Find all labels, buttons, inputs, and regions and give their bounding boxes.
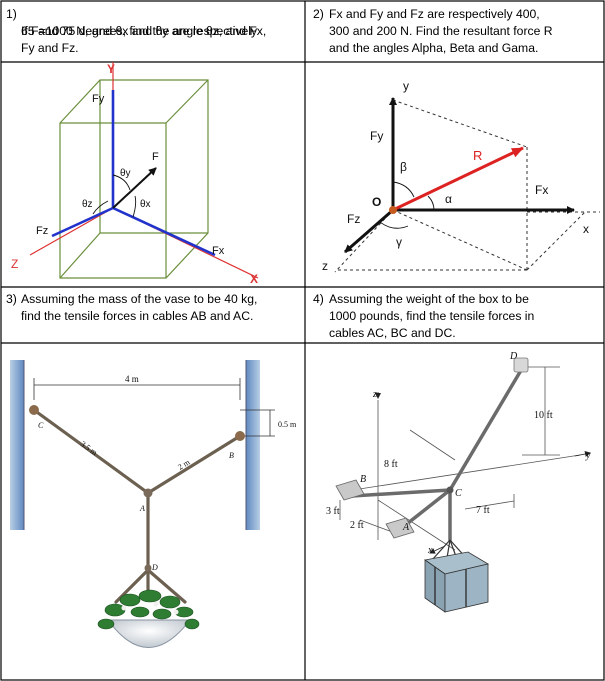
fig3-point-a-label: A bbox=[139, 504, 145, 513]
problem-2-line-1: Fx and Fy and Fz are respectively 400, bbox=[329, 7, 540, 21]
fig2-origin-label: O bbox=[372, 195, 381, 209]
fig4-point-b-label: B bbox=[360, 474, 366, 485]
problem-4-text-line-1: Assuming the weight of the box to be bbox=[329, 291, 529, 308]
fig3-point-c-label: C bbox=[38, 421, 44, 430]
fig4-dim-8ft-label: 8 ft bbox=[384, 459, 398, 470]
fig1-y-axis-label: Y bbox=[107, 62, 115, 76]
fig4-height-label: 10 ft bbox=[534, 410, 553, 421]
fig2-z-axis-label: z bbox=[322, 259, 328, 273]
problem-3-number: 3) bbox=[6, 292, 17, 306]
fig2-y-axis-label: y bbox=[403, 79, 409, 93]
fig2-alpha-label: α bbox=[445, 192, 452, 206]
fig3-span-label: 4 m bbox=[125, 374, 139, 384]
problem-1-line-3: Fy and Fz. bbox=[21, 41, 79, 55]
fig1-fx-label: Fx bbox=[212, 245, 225, 257]
problem-2-text-line-3: and the angles Alpha, Beta and Gama. bbox=[329, 40, 538, 57]
problem-2-text-line-1: Fx and Fy and Fz are respectively 400, bbox=[329, 6, 540, 23]
fig1-fz-label: Fz bbox=[36, 225, 48, 237]
fig2-gamma-label: γ bbox=[396, 235, 402, 249]
figure-suspended-box: D 10 ft z y x B C A 8 ft 7 ft 3 ft 2 ft bbox=[326, 351, 591, 613]
problem-3-line-1: Assuming the mass of the vase to be 40 k… bbox=[21, 292, 258, 306]
fig1-theta-y-label: θy bbox=[120, 168, 131, 179]
problem-2-line-2: 300 and 200 N. Find the resultant force … bbox=[329, 24, 553, 38]
problem-4-number: 4) bbox=[313, 292, 324, 306]
problem-1-text: If F=1000 N, and θx and θy are respectiv… bbox=[21, 6, 257, 40]
fig2-x-axis-label: x bbox=[583, 222, 589, 236]
fig4-point-a-label: A bbox=[402, 522, 410, 533]
figure-resultant-force: y x z Fy Fx Fz R O α β γ bbox=[322, 79, 600, 273]
problem-1-line-2: 65 and 75 degrees, find the angle θz, an… bbox=[21, 24, 267, 38]
fig4-y-axis-label: y bbox=[585, 450, 591, 461]
fig4-point-c-label: C bbox=[455, 488, 462, 499]
problem-4-text-line-3: cables AC, BC and DC. bbox=[329, 325, 456, 342]
problem-1-number: 1) bbox=[6, 7, 17, 21]
problem-4-text-line-2: 1000 pounds, find the tensile forces in bbox=[329, 308, 534, 325]
fig2-fz-label: Fz bbox=[347, 212, 360, 226]
figure-force-angles: Y X Z Fy Fx Fz F θy θx θz bbox=[11, 62, 259, 286]
problem-3-line-2: find the tensile forces in cables AB and… bbox=[21, 309, 254, 323]
problem-1-text-line-3: Fy and Fz. bbox=[21, 40, 79, 57]
fig2-beta-label: β bbox=[400, 160, 407, 174]
problem-2-line-3: and the angles Alpha, Beta and Gama. bbox=[329, 41, 539, 55]
fig3-point-b-label: B bbox=[229, 451, 234, 460]
fig4-dim-3ft-label: 3 ft bbox=[326, 506, 340, 517]
problem-2-text-line-2: 300 and 200 N. Find the resultant force … bbox=[329, 23, 553, 40]
problem-1-text-line-2: 65 and 75 degrees, find the angle θz, an… bbox=[21, 23, 266, 40]
fig1-f-label: F bbox=[152, 151, 159, 163]
fig4-z-axis-label: z bbox=[372, 389, 377, 400]
problem-3-text-line-2: find the tensile forces in cables AB and… bbox=[21, 308, 253, 325]
fig1-z-axis-label: Z bbox=[11, 257, 18, 271]
problem-3-text-line-1: Assuming the mass of the vase to be 40 k… bbox=[21, 291, 257, 308]
problem-2-number: 2) bbox=[313, 7, 324, 21]
fig3-cable-ab-label: 2 m bbox=[176, 457, 192, 472]
problem-4-line-2: 1000 pounds, find the tensile forces in bbox=[329, 309, 535, 323]
fig4-x-axis-label: x bbox=[427, 545, 433, 556]
fig2-r-label: R bbox=[473, 148, 482, 163]
fig1-theta-x-label: θx bbox=[140, 199, 151, 210]
fig1-theta-z-label: θz bbox=[82, 199, 93, 210]
fig4-dim-7ft-label: 7 ft bbox=[476, 505, 490, 516]
problem-4-line-3: cables AC, BC and DC. bbox=[329, 326, 456, 340]
fig2-fy-label: Fy bbox=[370, 129, 383, 143]
problem-4-line-1: Assuming the weight of the box to be bbox=[329, 292, 529, 306]
problem-1-line-1: If F=1000 N, and θx and θy are respectiv… bbox=[21, 24, 258, 38]
fig3-point-d-label: D bbox=[151, 563, 158, 572]
figure-hanging-vase: 4 m 0.5 m 3.5 m 2 m C B A D bbox=[10, 360, 297, 648]
fig3-drop-label: 0.5 m bbox=[278, 420, 297, 429]
fig1-x-axis-label: X bbox=[250, 272, 258, 286]
fig2-fx-label: Fx bbox=[535, 183, 548, 197]
fig4-dim-2ft-label: 2 ft bbox=[350, 520, 364, 531]
fig4-point-d-label: D bbox=[509, 351, 518, 362]
fig1-fy-label: Fy bbox=[92, 93, 105, 105]
